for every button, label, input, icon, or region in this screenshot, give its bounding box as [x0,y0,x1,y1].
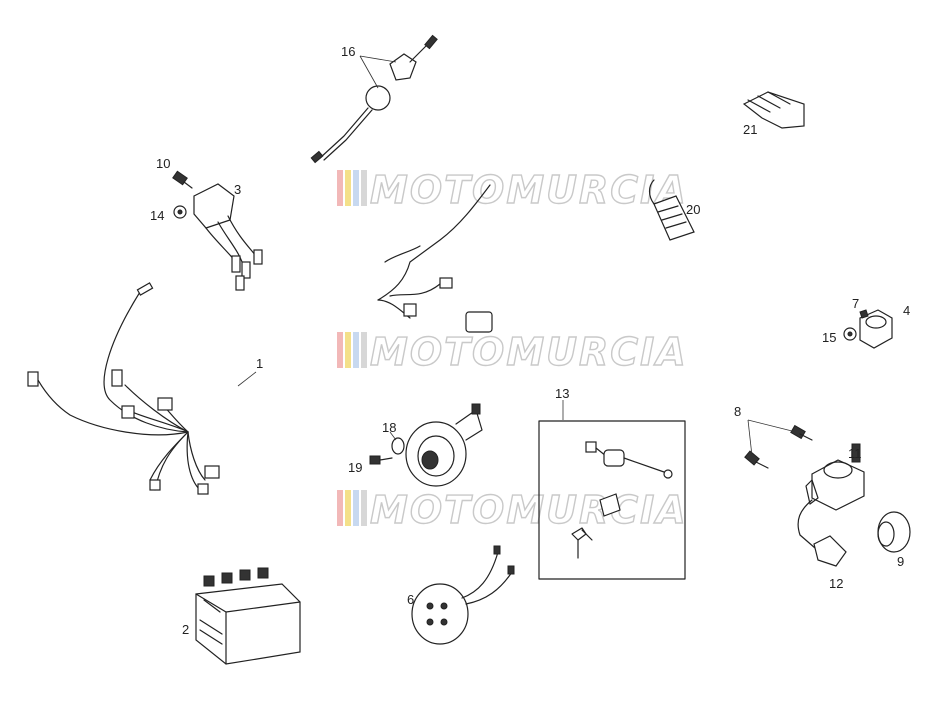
part-label-8: 8 [734,404,741,419]
part-label-21: 21 [743,122,757,137]
part-label-2: 2 [182,622,189,637]
part-label-19: 19 [348,460,362,475]
screw-part-8 [744,419,813,469]
wiring-harness-part [27,184,493,495]
part-label-3: 3 [234,182,241,197]
bolt-part-10 [172,170,193,189]
washer-part-15 [843,327,857,341]
regulator-part [193,183,263,291]
part-label-4: 4 [903,303,910,318]
lock-set-group [538,400,686,580]
watermark-bottom: MOTOMURCIA [337,487,688,533]
nut-part-7 [859,309,869,319]
svg-text:MOTOMURCIA: MOTOMURCIA [370,168,688,212]
washer-part-14 [173,205,187,219]
part-label-13: 13 [555,386,569,401]
washer-part-18 [389,431,405,455]
part-label-1: 1 [256,356,263,371]
spark-plug-cap-part [797,499,847,567]
watermark-middle: MOTOMURCIA [337,329,688,375]
label-tag-part [648,179,695,241]
svg-text:MOTOMURCIA: MOTOMURCIA [370,488,688,532]
part-label-18: 18 [382,420,396,435]
boot-part [877,511,911,553]
part-label-10: 10 [156,156,170,171]
svg-text:MOTOMURCIA: MOTOMURCIA [370,330,688,374]
flasher-relay-part [411,545,515,645]
cap-part-4 [859,309,893,349]
part-label-15: 15 [822,330,836,345]
clip-part [742,91,805,129]
part-label-20: 20 [686,202,700,217]
battery-part [195,567,301,665]
part-label-14: 14 [150,208,164,223]
part-label-9: 9 [897,554,904,569]
ignition-switch-part [310,34,438,164]
part-label-7: 7 [852,296,859,311]
bolt-part-19 [369,455,393,465]
part-label-12: 12 [829,576,843,591]
part-label-11: 11 [848,446,862,461]
ignition-coil-part [805,443,865,511]
part-label-16: 16 [341,44,355,59]
part-label-6: 6 [407,592,414,607]
watermark-top: MOTOMURCIA [337,167,688,213]
horn-part [405,403,483,487]
